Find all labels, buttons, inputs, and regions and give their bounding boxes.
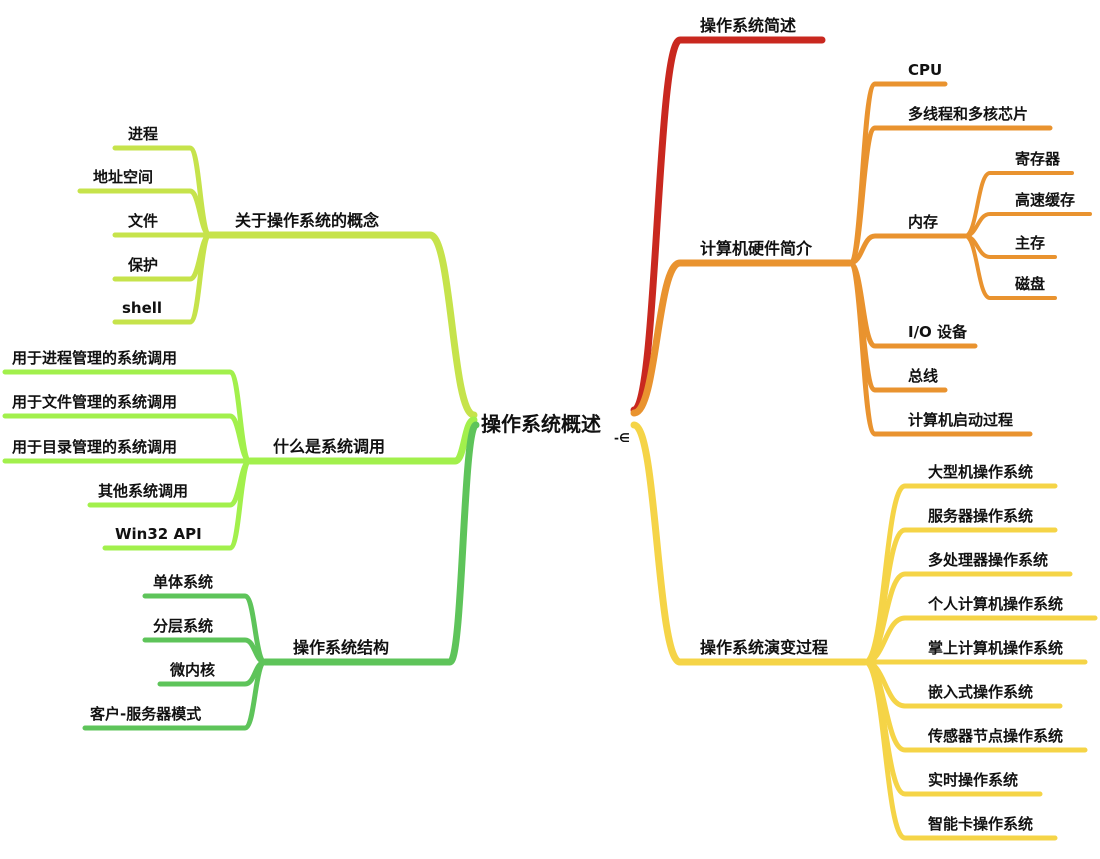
subtopic[interactable]: 服务器操作系统 bbox=[928, 507, 1034, 525]
subtopic[interactable]: 分层系统 bbox=[153, 617, 214, 635]
branch-connector-left-2-children-1 bbox=[142, 637, 268, 665]
main-topic[interactable]: 操作系统结构 bbox=[293, 638, 390, 657]
subtopic[interactable]: 用于进程管理的系统调用 bbox=[12, 349, 178, 367]
branch-connector-right-2 bbox=[630, 421, 869, 666]
branch-connector-right-1-children-2-children-3 bbox=[963, 234, 1057, 300]
branch-connector-right-1-children-2 bbox=[847, 233, 968, 266]
subtopic[interactable]: I/O 设备 bbox=[908, 323, 968, 341]
branch-connector-right-1-children-1 bbox=[847, 125, 1053, 266]
subtopic[interactable]: 磁盘 bbox=[1015, 275, 1046, 293]
subtopic[interactable]: 用于文件管理的系统调用 bbox=[12, 393, 178, 411]
collapse-toggle-icon[interactable]: -∈ bbox=[614, 431, 630, 445]
subtopic[interactable]: 智能卡操作系统 bbox=[928, 815, 1034, 833]
subtopic[interactable]: Win32 API bbox=[115, 525, 202, 543]
subtopic[interactable]: 主存 bbox=[1015, 234, 1046, 252]
branch-connector-left-2-children-3 bbox=[82, 659, 268, 731]
subtopic[interactable]: shell bbox=[122, 299, 163, 317]
subtopic[interactable]: CPU bbox=[908, 61, 943, 79]
subtopic[interactable]: 掌上计算机操作系统 bbox=[928, 639, 1064, 657]
root-topic[interactable]: 操作系统概述 bbox=[481, 412, 601, 436]
subtopic[interactable]: 进程 bbox=[128, 125, 159, 143]
branch-connector-left-0 bbox=[206, 231, 478, 419]
main-topic[interactable]: 关于操作系统的概念 bbox=[235, 211, 380, 230]
subtopic[interactable]: 嵌入式操作系统 bbox=[928, 683, 1034, 701]
branch-connector-right-1 bbox=[630, 259, 854, 417]
subtopic[interactable]: 客户-服务器模式 bbox=[90, 705, 202, 723]
subtopic[interactable]: 地址空间 bbox=[93, 168, 154, 186]
subtopic[interactable]: 微内核 bbox=[170, 661, 216, 679]
branch-connector-left-1-children-4 bbox=[102, 458, 253, 551]
subtopic[interactable]: 寄存器 bbox=[1015, 150, 1061, 168]
subtopic[interactable]: 单体系统 bbox=[153, 573, 214, 591]
subtopic[interactable]: 大型机操作系统 bbox=[928, 463, 1034, 481]
subtopic[interactable]: 计算机启动过程 bbox=[908, 411, 1014, 429]
subtopic[interactable]: 其他系统调用 bbox=[98, 482, 189, 500]
subtopic[interactable]: 多处理器操作系统 bbox=[928, 551, 1049, 569]
subtopic[interactable]: 总线 bbox=[908, 367, 939, 385]
main-topic[interactable]: 什么是系统调用 bbox=[273, 437, 386, 456]
main-topic[interactable]: 操作系统简述 bbox=[700, 16, 797, 35]
branch-connector-left-0-children-4 bbox=[112, 232, 213, 325]
main-topic[interactable]: 操作系统演变过程 bbox=[700, 638, 829, 657]
subtopic[interactable]: 文件 bbox=[128, 212, 159, 230]
subtopic[interactable]: 多线程和多核芯片 bbox=[908, 105, 1029, 123]
subtopic[interactable]: 高速缓存 bbox=[1015, 191, 1076, 209]
subtopic[interactable]: 用于目录管理的系统调用 bbox=[12, 438, 178, 456]
subtopic[interactable]: 传感器节点操作系统 bbox=[928, 727, 1064, 745]
branch-connector-left-2 bbox=[261, 421, 480, 666]
subtopic[interactable]: 实时操作系统 bbox=[928, 771, 1019, 789]
branch-connector-right-2-children-8 bbox=[862, 659, 1058, 841]
subtopic[interactable]: 个人计算机操作系统 bbox=[928, 595, 1064, 613]
branch-connector-right-1-children-5 bbox=[847, 260, 1033, 437]
main-topic[interactable]: 计算机硬件简介 bbox=[700, 239, 813, 258]
branch-connector-right-0 bbox=[630, 36, 826, 414]
subtopic[interactable]: 保护 bbox=[128, 256, 159, 274]
subtopic[interactable]: 内存 bbox=[908, 213, 939, 231]
branch-connector-left-1 bbox=[246, 416, 478, 465]
